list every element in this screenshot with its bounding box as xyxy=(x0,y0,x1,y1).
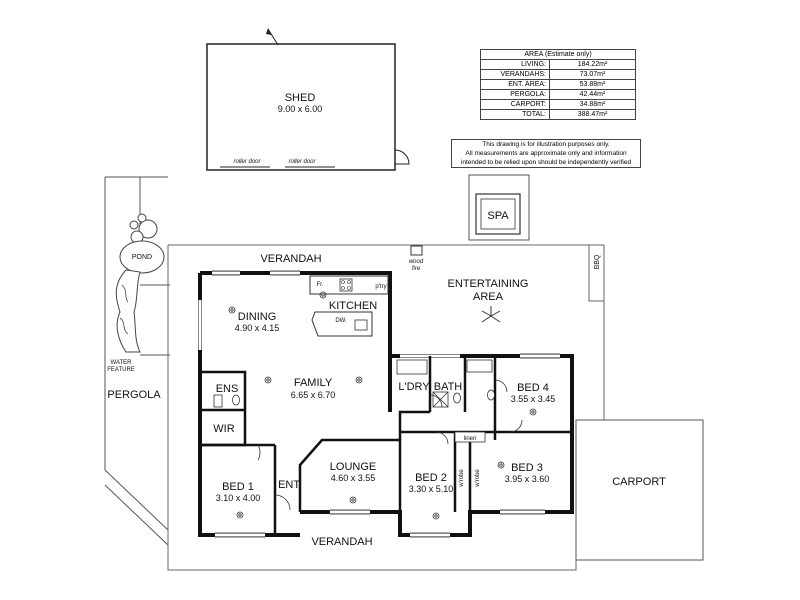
door-swings xyxy=(257,379,523,511)
pond: POND WATER FEATURE xyxy=(107,213,165,373)
area-value: 53.88m² xyxy=(549,79,636,90)
area-label: PERGOLA: xyxy=(480,89,550,100)
bed2-label: BED 2 xyxy=(415,472,447,484)
downlight-icons xyxy=(228,291,537,520)
pergola-label: PERGOLA xyxy=(107,389,161,401)
carport-label: CARPORT xyxy=(612,476,666,488)
disclaimer-line: intended to be relied upon should be ind… xyxy=(460,159,632,166)
north-arrowhead-icon xyxy=(266,28,272,35)
bath-label: BATH xyxy=(434,381,463,393)
roller-door-2-label: roller door xyxy=(288,159,316,165)
shed-label: SHED xyxy=(285,92,316,104)
windows xyxy=(198,271,560,537)
water-feature-label-1: WATER xyxy=(111,360,133,366)
wood-fire-icon xyxy=(410,245,423,256)
water-feature-label-2: FEATURE xyxy=(107,367,135,373)
bed1-label: BED 1 xyxy=(222,481,254,493)
ceiling-fan-icon xyxy=(481,306,501,323)
wrobe-bed2-label: w'robe xyxy=(459,469,465,488)
roller-door-1-label: roller door xyxy=(233,159,261,165)
area-value: 184.22m² xyxy=(549,59,636,70)
bed1-size: 3.10 x 4.00 xyxy=(216,493,261,503)
laundry-label: L'DRY xyxy=(398,381,430,393)
interior-walls xyxy=(200,356,572,535)
disclaimer: This drawing is for illustration purpose… xyxy=(451,139,641,168)
entertaining-label-1: ENTERTAINING xyxy=(448,278,529,290)
pond-label: POND xyxy=(132,254,152,261)
bed3-size: 3.95 x 3.60 xyxy=(505,474,550,484)
area-label: CARPORT: xyxy=(480,99,550,110)
kitchen-label: KITCHEN xyxy=(329,300,377,312)
table-row: TOTAL:388.47m² xyxy=(480,109,636,120)
area-label: ENT. AREA: xyxy=(480,79,550,90)
verandah-outline: BBQ xyxy=(167,244,605,571)
bed4-size: 3.55 x 3.45 xyxy=(511,394,556,404)
bed4-label: BED 4 xyxy=(517,382,549,394)
wet-areas xyxy=(213,359,495,408)
area-value: 34.88m² xyxy=(549,99,636,110)
lounge-label: LOUNGE xyxy=(330,461,376,473)
verandah-top-label: VERANDAH xyxy=(260,253,321,265)
area-value: 388.47m² xyxy=(549,109,636,120)
pantry-label: p'try xyxy=(375,284,386,290)
area-table: AREA (Estimate only) LIVING:184.22m² VER… xyxy=(480,49,636,120)
entertaining-label-2: AREA xyxy=(473,291,504,303)
area-label: VERANDAHS: xyxy=(480,69,550,80)
area-value: 42.44m² xyxy=(549,89,636,100)
verandah-bottom-label: VERANDAH xyxy=(311,536,372,548)
wood-fire-label-2: fire xyxy=(412,266,421,272)
table-row: ENT. AREA:53.88m² xyxy=(480,79,636,90)
table-row: CARPORT:34.88m² xyxy=(480,99,636,110)
wood-fire-label-1: wood xyxy=(409,259,424,265)
family-size: 6.65 x 6.70 xyxy=(291,390,336,400)
table-row: PERGOLA:42.44m² xyxy=(480,89,636,100)
shed-size: 9.00 x 6.00 xyxy=(278,104,323,114)
dining-size: 4.90 x 4.15 xyxy=(235,323,280,333)
table-row: VERANDAHS:73.07m² xyxy=(480,69,636,80)
area-value: 73.07m² xyxy=(549,69,636,80)
area-label: LIVING: xyxy=(480,59,550,70)
entry-label: ENT. xyxy=(278,479,302,491)
wrobe-bed3-label: w'robe xyxy=(475,469,481,488)
table-row: LIVING:184.22m² xyxy=(480,59,636,70)
lounge-size: 4.60 x 3.55 xyxy=(331,473,376,483)
dining-label: DINING xyxy=(238,311,277,323)
family-label: FAMILY xyxy=(294,377,333,389)
wir-label: WIR xyxy=(213,423,234,435)
spa-label: SPA xyxy=(487,210,509,222)
linen-label: linen xyxy=(464,436,477,442)
area-label: TOTAL: xyxy=(480,109,550,120)
bbq-label: BBQ xyxy=(594,254,601,269)
carport: CARPORT xyxy=(575,419,704,561)
bed3-label: BED 3 xyxy=(511,462,543,474)
kitchen: Fr. p'try KITCHEN DW. xyxy=(309,275,389,337)
area-table-title: AREA (Estimate only) xyxy=(480,49,636,60)
ensuite-label: ENS xyxy=(216,383,239,395)
spa: SPA xyxy=(468,174,530,241)
dishwasher-label: DW. xyxy=(335,318,347,324)
disclaimer-line: This drawing is for illustration purpose… xyxy=(482,141,610,148)
fridge-label: Fr. xyxy=(317,282,324,288)
bed2-size: 3.30 x 5.10 xyxy=(409,484,454,494)
disclaimer-line: All measurements are approximate only an… xyxy=(465,150,627,157)
shed: SHED 9.00 x 6.00 roller door roller door xyxy=(206,28,410,171)
